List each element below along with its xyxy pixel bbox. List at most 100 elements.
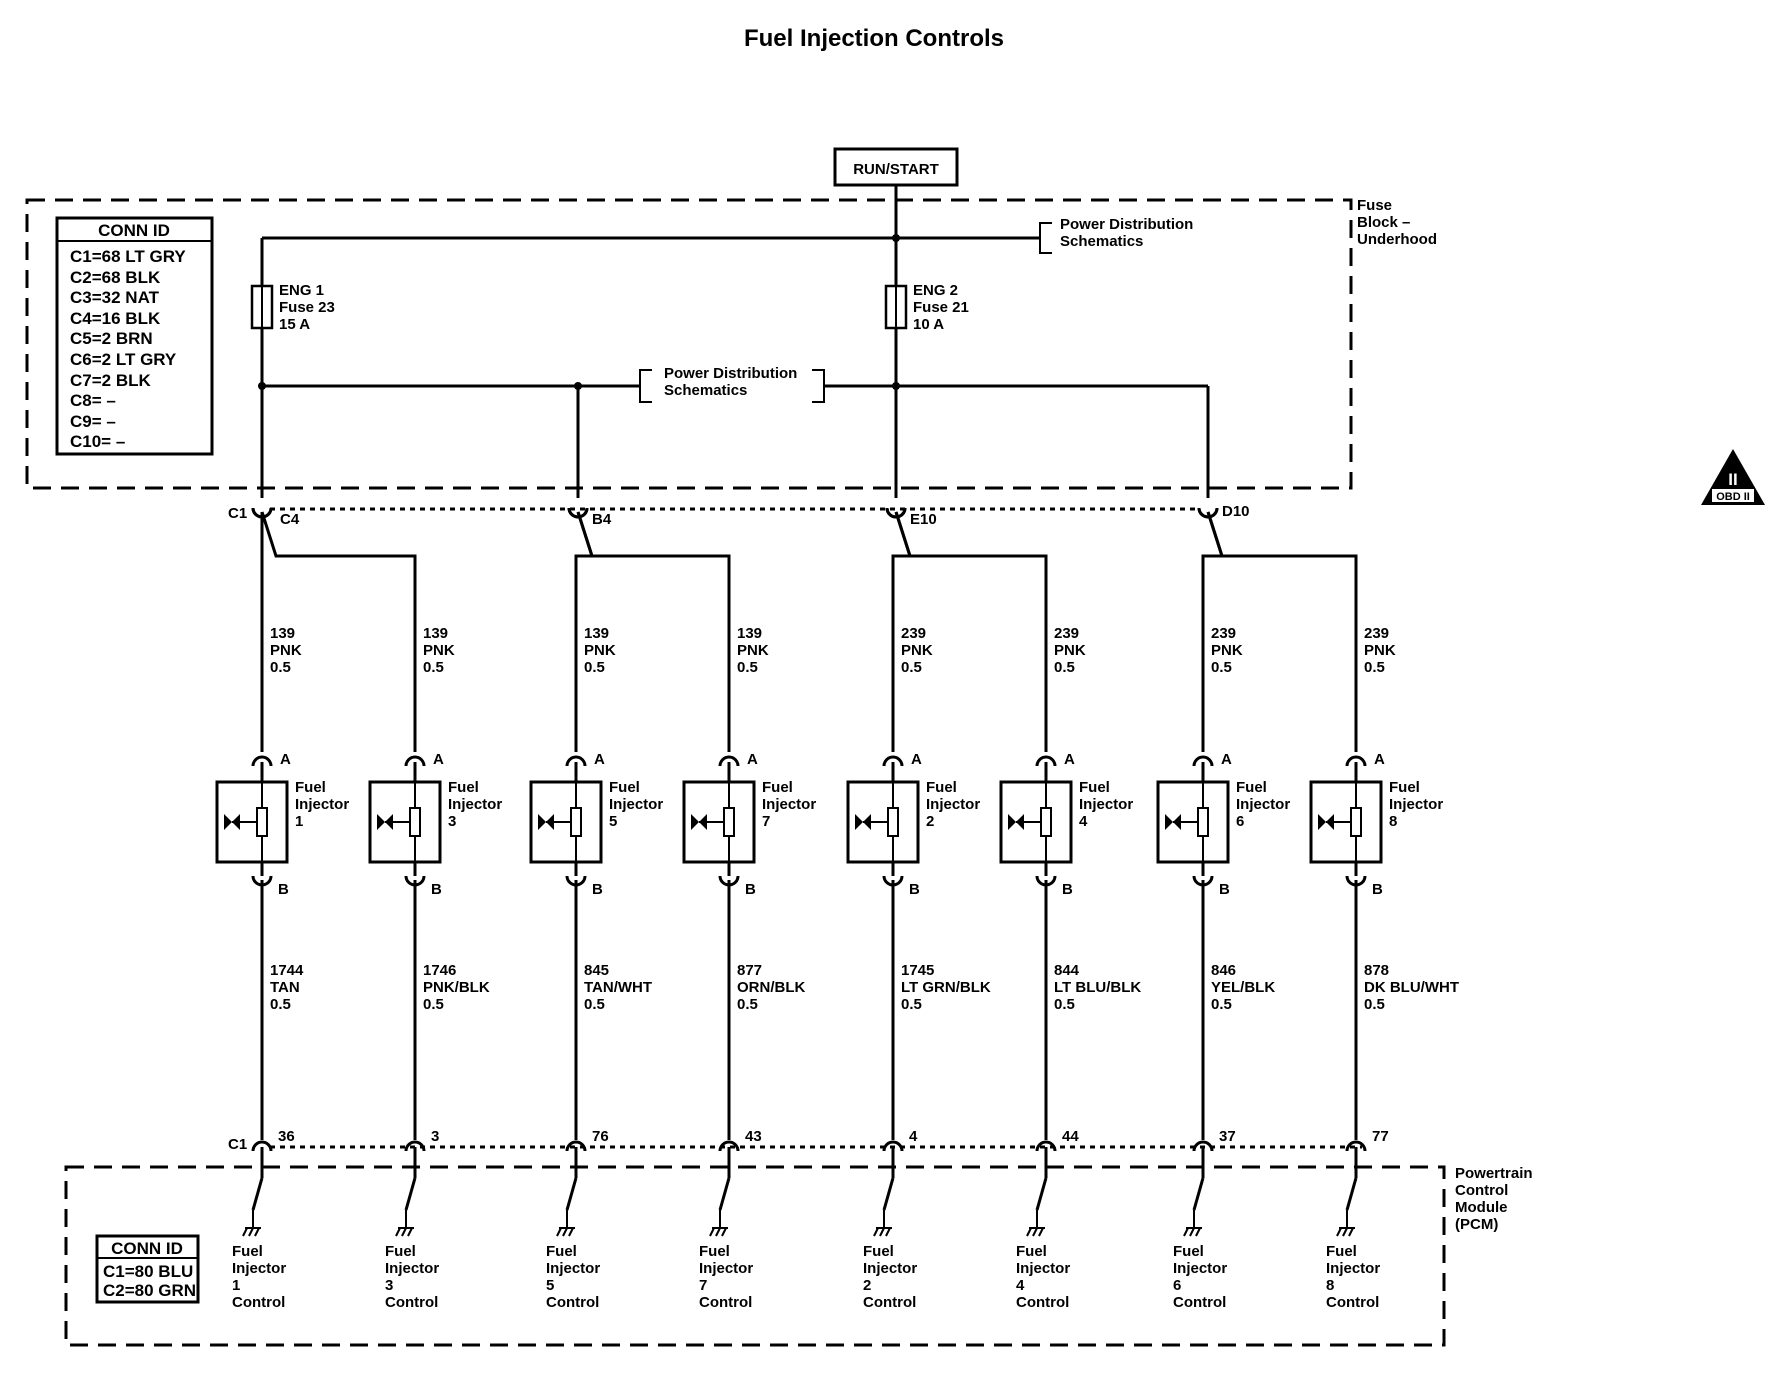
- upper-wire-size: 0.5: [1054, 659, 1075, 676]
- fuse-pin-b4: B4: [592, 511, 612, 528]
- pcm-boundary: [64, 1165, 1446, 1347]
- upper-wire-color: PNK: [270, 642, 302, 659]
- upper-wire-circuit: 139: [270, 625, 295, 642]
- control-label: Injector: [1016, 1260, 1070, 1277]
- lower-wire-circuit: 846: [1211, 962, 1236, 979]
- control-number: 3: [385, 1277, 393, 1294]
- fuse-connector-terminal: [885, 507, 907, 519]
- control-label: Fuel: [863, 1243, 894, 1260]
- control-label: Injector: [546, 1260, 600, 1277]
- pcm-pin-number: 37: [1219, 1128, 1236, 1145]
- pcm-pin-number: 36: [278, 1128, 295, 1145]
- lower-wire-size: 0.5: [1054, 996, 1075, 1013]
- control-number: 4: [1016, 1277, 1025, 1294]
- pin-b-label: B: [1372, 881, 1383, 898]
- control-label: Injector: [863, 1260, 917, 1277]
- control-number: 7: [699, 1277, 707, 1294]
- control-label: Control: [546, 1294, 599, 1311]
- fuse-connector-terminal: [1197, 507, 1219, 519]
- svg-text:15 A: 15 A: [279, 316, 310, 333]
- ground-icon: [395, 1227, 414, 1237]
- fuse-block-label: Fuse Block – Underhood: [1357, 197, 1437, 248]
- control-number: 8: [1326, 1277, 1334, 1294]
- pin-a-label: A: [1374, 751, 1385, 768]
- pin-a-label: A: [280, 751, 291, 768]
- injector-label: Injector: [1389, 796, 1443, 813]
- pin-a-label: A: [747, 751, 758, 768]
- upper-wire-color: PNK: [737, 642, 769, 659]
- conn-id-table-pcm: CONN ID C1=80 BLU C2=80 GRN: [95, 1234, 200, 1304]
- conn-id-table-fuse-block: CONN ID C1=68 LT GRY C2=68 BLK C3=32 NAT…: [55, 216, 214, 456]
- control-number: 6: [1173, 1277, 1181, 1294]
- injector-label: Fuel: [1236, 779, 1267, 796]
- ground-icon: [873, 1227, 892, 1237]
- ground-icon: [1336, 1227, 1355, 1237]
- svg-text:Schematics: Schematics: [664, 382, 747, 399]
- lower-wire-circuit: 877: [737, 962, 762, 979]
- lower-wire-circuit: 845: [584, 962, 609, 979]
- svg-text:ENG 2: ENG 2: [913, 282, 958, 299]
- lower-wire-color: LT BLU/BLK: [1054, 979, 1141, 996]
- pin-b-label: B: [431, 881, 442, 898]
- upper-wire-circuit: 239: [1054, 625, 1079, 642]
- fuse-connector-terminal: [567, 507, 589, 519]
- injector-label: Injector: [762, 796, 816, 813]
- fuse-block-connector-id: C1: [228, 505, 247, 522]
- injector-label: Injector: [295, 796, 349, 813]
- svg-text:Fuse: Fuse: [1357, 197, 1392, 214]
- control-number: 2: [863, 1277, 871, 1294]
- fuse-pin-d10: D10: [1222, 503, 1250, 520]
- lower-wire-color: ORN/BLK: [737, 979, 805, 996]
- pin-b-label: B: [909, 881, 920, 898]
- upper-wire-circuit: 139: [584, 625, 609, 642]
- control-label: Fuel: [546, 1243, 577, 1260]
- injector-number: 4: [1079, 813, 1088, 830]
- obd-ii-icon: II OBD II: [1701, 449, 1765, 505]
- lower-wire-circuit: 878: [1364, 962, 1389, 979]
- ground-icon: [1183, 1227, 1202, 1237]
- control-label: Injector: [385, 1260, 439, 1277]
- control-label: Control: [1173, 1294, 1226, 1311]
- injector-number: 8: [1389, 813, 1397, 830]
- injector-channel-1: 139PNK0.5AFuelInjector1B1744TAN0.536Fuel…: [215, 507, 349, 1311]
- lower-wire-circuit: 844: [1054, 962, 1080, 979]
- injector-channel-4: 139PNK0.5AFuelInjector7B877ORN/BLK0.543F…: [567, 507, 816, 1311]
- svg-text:C2=80 GRN: C2=80 GRN: [103, 1281, 196, 1300]
- control-label: Control: [232, 1294, 285, 1311]
- lower-wire-color: LT GRN/BLK: [901, 979, 991, 996]
- lower-wire-size: 0.5: [1364, 996, 1385, 1013]
- injector-label: Fuel: [1389, 779, 1420, 796]
- pcm-pin-number: 43: [745, 1128, 762, 1145]
- ground-icon: [1026, 1227, 1045, 1237]
- svg-text:C1=80 BLU: C1=80 BLU: [103, 1262, 193, 1281]
- upper-wire-size: 0.5: [270, 659, 291, 676]
- svg-text:Block –: Block –: [1357, 214, 1410, 231]
- injector-number: 2: [926, 813, 934, 830]
- lower-wire-size: 0.5: [1211, 996, 1232, 1013]
- fuse-pin-c4: C4: [280, 511, 300, 528]
- fuse-connector-terminal: [251, 507, 273, 519]
- ground-icon: [709, 1227, 728, 1237]
- lower-wire-color: PNK/BLK: [423, 979, 490, 996]
- control-label: Control: [1016, 1294, 1069, 1311]
- pin-a-label: A: [911, 751, 922, 768]
- svg-text:C8= –: C8= –: [70, 391, 116, 410]
- svg-text:C6=2 LT GRY: C6=2 LT GRY: [70, 350, 177, 369]
- lower-wire-color: TAN/WHT: [584, 979, 652, 996]
- pin-a-label: A: [433, 751, 444, 768]
- control-label: Injector: [699, 1260, 753, 1277]
- injector-channels: 139PNK0.5AFuelInjector1B1744TAN0.536Fuel…: [215, 507, 1459, 1311]
- ground-icon: [556, 1227, 575, 1237]
- injector-number: 1: [295, 813, 303, 830]
- svg-text:Power Distribution: Power Distribution: [1060, 216, 1193, 233]
- pin-a-label: A: [1064, 751, 1075, 768]
- upper-wire-circuit: 239: [1364, 625, 1389, 642]
- fuse-pin-e10: E10: [910, 511, 937, 528]
- lower-wire-color: TAN: [270, 979, 300, 996]
- conn-id-title: CONN ID: [98, 221, 170, 240]
- upper-wire-color: PNK: [1211, 642, 1243, 659]
- injector-label: Fuel: [295, 779, 326, 796]
